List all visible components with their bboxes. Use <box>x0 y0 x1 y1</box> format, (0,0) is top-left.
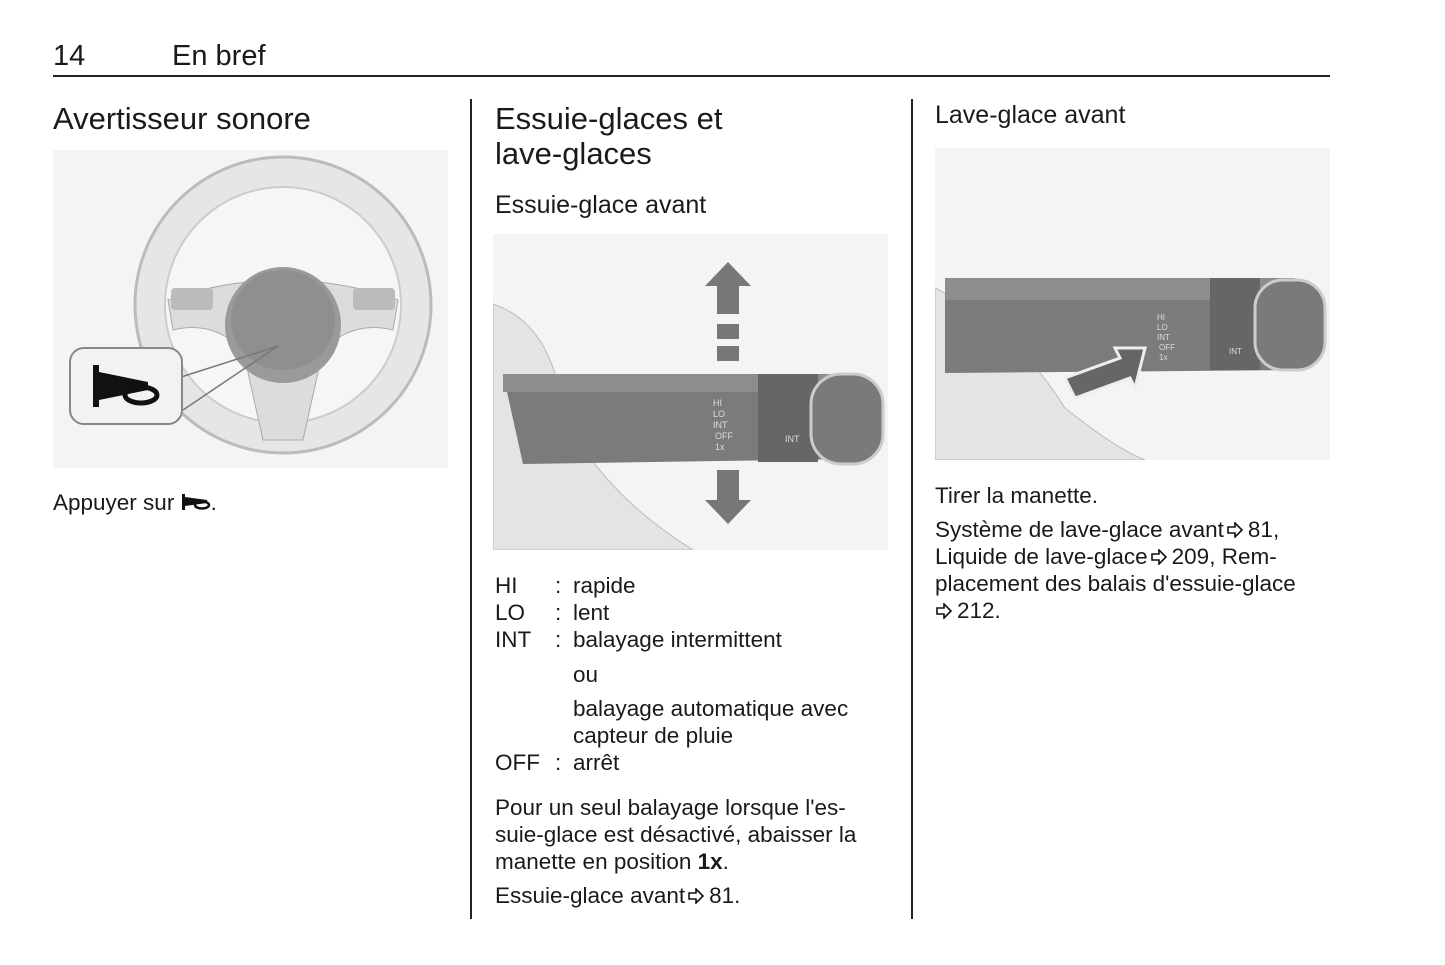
stalk-label: LO <box>1157 323 1168 332</box>
legend-sep: : <box>555 750 562 775</box>
column-divider <box>470 99 472 919</box>
legend-sep: : <box>555 600 562 625</box>
legend-value: capteur de pluie <box>573 723 734 748</box>
stalk-label: INT <box>1229 347 1242 356</box>
stalk-label: 1x <box>715 442 725 452</box>
stalk-label: HI <box>713 398 722 408</box>
wiper-stalk-illustration: HI LO INT OFF 1x INT <box>492 234 888 551</box>
legend-key: INT <box>495 627 532 652</box>
reference-arrow-icon <box>936 603 953 619</box>
washer-stalk-illustration: HI LO INT OFF 1x INT <box>934 148 1330 461</box>
legend-sep: : <box>555 573 562 598</box>
heading-washer: Lave-glace avant <box>935 101 1126 129</box>
legend-value: arrêt <box>573 750 620 775</box>
reference-arrow-icon <box>688 888 705 904</box>
column-divider <box>911 99 913 919</box>
heading-horn: Avertisseur sonore <box>53 101 311 136</box>
legend-key: HI <box>495 573 518 598</box>
horn-icon <box>181 494 210 510</box>
washer-text: Tirer la manette. Système de lave-glace … <box>935 483 1296 623</box>
stalk-label: HI <box>1157 313 1165 322</box>
legend-sep: : <box>555 627 562 652</box>
legend-value: rapide <box>573 573 636 598</box>
legend-value: balayage intermittent <box>573 627 782 652</box>
heading-wipers: Essuie-glaces et lave-glaces <box>495 101 723 171</box>
legend-value: balayage automatique avec <box>573 696 849 721</box>
legend-key: LO <box>495 600 526 625</box>
reference-arrow-icon <box>1227 522 1244 538</box>
wiper-text: Pour un seul balayage lorsque l'es-suie-… <box>495 795 857 908</box>
steering-wheel-illustration <box>53 150 448 468</box>
reference-arrow-icon <box>1150 549 1167 565</box>
stalk-label: INT <box>785 434 800 444</box>
stalk-label: OFF <box>1159 343 1175 352</box>
horn-instruction: Appuyer sur . <box>53 490 217 515</box>
stalk-label: INT <box>1157 333 1170 342</box>
stalk-label: INT <box>713 420 728 430</box>
stalk-label: LO <box>713 409 725 419</box>
legend-value: ou <box>573 662 599 687</box>
stalk-label: 1x <box>1159 353 1167 362</box>
legend-value: lent <box>573 600 610 625</box>
header-rule <box>53 75 1330 77</box>
horn-icon <box>93 365 160 407</box>
subheading-front-wiper: Essuie-glace avant <box>495 191 707 219</box>
stalk-label: OFF <box>715 431 733 441</box>
section-title: En bref <box>172 40 266 72</box>
page-number: 14 <box>53 40 86 72</box>
legend-key: OFF <box>495 750 540 775</box>
